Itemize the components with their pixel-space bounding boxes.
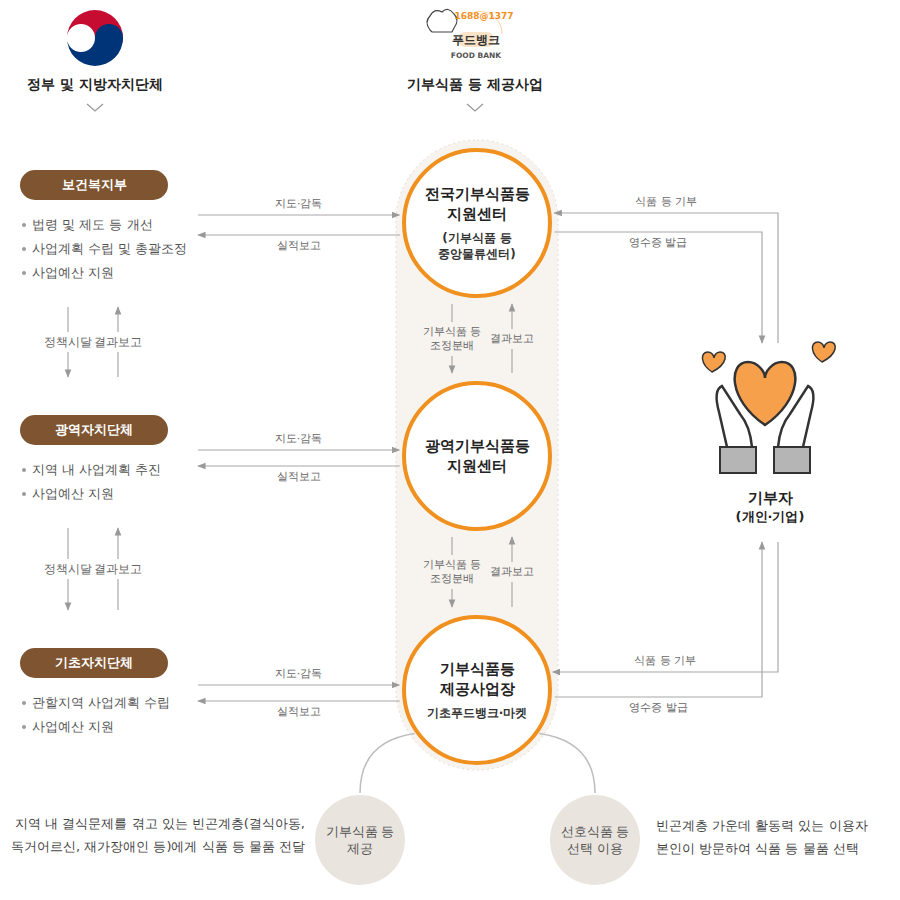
connector [555,542,762,697]
circle-node: 광역기부식품등 지원센터 [402,381,552,531]
bullet-item: 사업예산 지원 [20,715,195,739]
connector [554,232,762,343]
description-note: 빈곤계층 가운데 활동력 있는 이용자 본인이 방문하여 식품 등 물품 선택 [656,814,894,860]
edge-label: 식품 등 기부 [633,194,699,210]
connector [198,449,399,450]
edge-label: 지도·감독 [273,196,325,212]
connector [67,528,68,610]
edge-label: 정책시달 [42,332,94,352]
group-node: 보건복지부법령 및 제도 등 개선사업계획 수립 및 총괄조정사업예산 지원 [20,170,195,285]
connector [554,213,778,343]
logo-text: FOOD BANK [451,51,501,60]
section-heading: 정부 및 지방자치단체 [27,76,163,94]
edge-label: 결과보고 [92,559,144,579]
chevron [87,104,103,111]
connector [553,542,778,672]
connector [198,700,400,701]
node-subtitle: 기초푸드뱅크·마켓 [421,705,533,721]
text-stack: 광역기부식품등 지원센터 [421,436,533,476]
edge-label: 지도·감독 [273,666,325,682]
bullet-item: 사업계획 수립 및 총괄조정 [20,237,195,261]
bullet-item: 지역 내 사업계획 추진 [20,458,195,482]
chevron [467,104,483,111]
node-title: 기부식품등 제공사업장 [421,659,533,699]
connector [511,537,512,607]
connector [67,307,68,377]
text-stack: 선호식품 등 선택 이용 [560,823,630,857]
edge-label: 영수증 발급 [627,700,690,716]
node-title: 기부식품 등 제공 [325,823,395,857]
center-band [396,140,558,770]
text-stack: 전국기부식품등 지원센터 (기부식품 등 중앙물류센터) [421,184,533,262]
connector [198,234,400,235]
bullet-item: 사업예산 지원 [20,482,195,506]
connector [198,684,399,685]
node-subtitle: (기부식품 등 중앙물류센터) [421,230,533,262]
connector [451,537,452,607]
bullet-list: 법령 및 제도 등 개선사업계획 수립 및 총괄조정사업예산 지원 [20,213,195,285]
bullet-item: 법령 및 제도 등 개선 [20,213,195,237]
connector [360,734,415,793]
edge-label: 식품 등 기부 [632,653,698,669]
connector [117,528,118,610]
node-title: 전국기부식품등 지원센터 [421,184,533,224]
group-heading: 기초자치단체 [20,648,168,678]
connector [198,465,400,466]
edge-label: 결과보고 [488,329,536,349]
logo-text: 1688@1377 [454,11,513,21]
bullet-list: 지역 내 사업계획 추진사업예산 지원 [20,458,195,506]
donor-title: 기부자 [690,488,850,508]
connector [539,734,595,793]
group-node: 광역자치단체지역 내 사업계획 추진사업예산 지원 [20,415,195,506]
small-node: 선호식품 등 선택 이용 [550,795,640,885]
edge-label: 결과보고 [488,562,536,582]
foodbank-logo [427,9,502,47]
connector [198,214,399,215]
group-heading: 보건복지부 [20,170,168,200]
edge-label: 지도·감독 [273,431,325,447]
circle-node: 전국기부식품등 지원센터 (기부식품 등 중앙물류센터) [402,148,552,298]
edge-label: 정책시달 [42,559,94,579]
government-logo [67,10,123,66]
edge-label: 실적보고 [275,238,323,254]
bullet-item: 사업예산 지원 [20,261,195,285]
connector [117,307,118,377]
donor-icon [702,342,835,473]
edge-label: 실적보고 [275,704,323,720]
section-heading: 기부식품 등 제공사업 [407,76,543,94]
bullet-list: 관할지역 사업계획 수립사업예산 지원 [20,691,195,739]
text-stack: 기부식품등 제공사업장기초푸드뱅크·마켓 [421,659,533,721]
edge-label: 실적보고 [275,469,323,485]
small-node: 기부식품 등 제공 [315,795,405,885]
node-title: 선호식품 등 선택 이용 [560,823,630,857]
text-stack: 기부식품 등 제공 [325,823,395,857]
connector [451,304,452,373]
edge-label: 기부식품 등 조정분배 [418,322,486,356]
donor-node: 기부자(개인·기업) [690,345,850,540]
circle-node: 기부식품등 제공사업장기초푸드뱅크·마켓 [402,615,552,765]
edge-label: 기부식품 등 조정분배 [418,555,486,589]
donor-subtitle: (개인·기업) [690,508,850,526]
connector [511,304,512,373]
bullet-item: 관할지역 사업계획 수립 [20,691,195,715]
node-title: 광역기부식품등 지원센터 [421,436,533,476]
group-heading: 광역자치단체 [20,415,168,445]
group-node: 기초자치단체관할지역 사업계획 수립사업예산 지원 [20,648,195,739]
logo-text: 푸드뱅크 [452,32,500,49]
description-note: 지역 내 결식문제를 겪고 있는 빈곤계층(결식아동, 독거어르신, 재가장애인… [3,812,305,858]
edge-label: 영수증 발급 [627,235,690,251]
edge-label: 결과보고 [92,332,144,352]
